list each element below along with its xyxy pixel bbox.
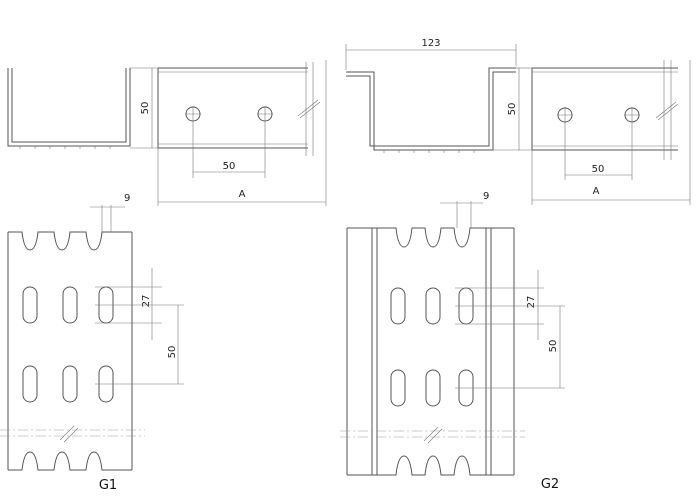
g2-hole-spacing-dimension: 50 bbox=[564, 123, 633, 180]
g2-height-label: 50 bbox=[507, 103, 518, 116]
g1-slot-length-label: 27 bbox=[141, 295, 152, 308]
g1-slot-length-dimension: 27 bbox=[95, 268, 162, 340]
g2-slot-length-label: 27 bbox=[526, 296, 537, 309]
g2-plan-view bbox=[340, 227, 525, 476]
g2-slot-width-dimension: 9 bbox=[440, 191, 489, 228]
g2-height-dimension: 50 bbox=[493, 67, 532, 151]
g2-width-dimension: 123 bbox=[345, 38, 517, 70]
g1-slot-pitch-dimension: 50 bbox=[95, 304, 184, 385]
g2-slot-length-dimension: 27 bbox=[455, 270, 544, 340]
g1-hole-spacing-label: 50 bbox=[223, 161, 236, 172]
g1-side-view bbox=[157, 62, 321, 156]
g2-width-label: 123 bbox=[421, 38, 440, 49]
g1-height-dimension: 50 bbox=[130, 67, 158, 149]
g1-cross-section bbox=[7, 68, 131, 149]
g1-length-dimension: A bbox=[157, 60, 327, 206]
g2-slot-pitch-label: 50 bbox=[548, 340, 559, 353]
g1-hole-spacing-dimension: 50 bbox=[192, 122, 266, 178]
g2-side-view bbox=[531, 60, 679, 160]
g1-length-label: A bbox=[239, 189, 246, 200]
g2-caption: G2 bbox=[541, 477, 559, 492]
g2-length-dimension: A bbox=[531, 60, 691, 205]
g2-cross-section bbox=[346, 67, 516, 153]
g1-slot-pitch-label: 50 bbox=[167, 346, 178, 359]
g1-slot-width-label: 9 bbox=[124, 193, 130, 204]
g2-slot-width-label: 9 bbox=[483, 191, 489, 202]
g2-hole-spacing-label: 50 bbox=[592, 164, 605, 175]
g1-height-label: 50 bbox=[140, 102, 151, 115]
g1-slot-width-dimension: 9 bbox=[90, 193, 130, 232]
g2-length-label: A bbox=[593, 186, 600, 197]
g1-caption: G1 bbox=[99, 478, 117, 493]
g1-plan-view bbox=[0, 231, 145, 471]
g2-slot-pitch-dimension: 50 bbox=[455, 305, 565, 389]
